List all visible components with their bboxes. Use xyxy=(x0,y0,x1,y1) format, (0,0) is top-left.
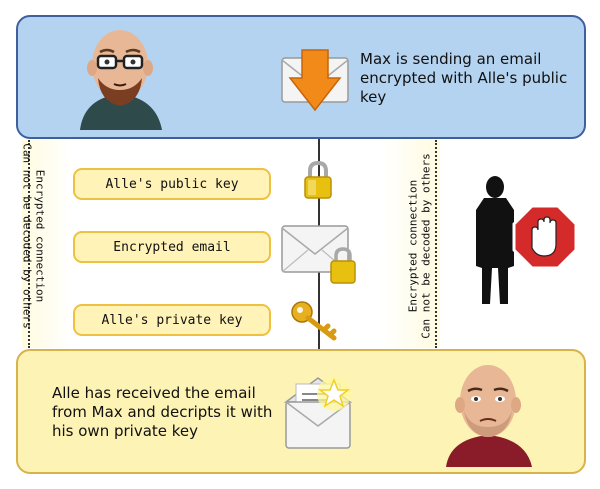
sender-avatar xyxy=(80,30,162,130)
right-dotted-border xyxy=(435,140,437,348)
padlock-icon xyxy=(304,160,332,199)
right-note-line1: Encrypted connection xyxy=(406,179,420,313)
left-glow xyxy=(22,140,72,348)
private-key-label: Alle's private key xyxy=(73,304,271,336)
right-glow xyxy=(380,140,440,348)
sender-caption: Max is sending an email encrypted with A… xyxy=(360,50,568,106)
key-icon xyxy=(291,301,337,341)
envelope-with-down-arrow-icon xyxy=(281,49,349,112)
public-key-label: Alle's public key xyxy=(73,168,271,200)
receiver-avatar xyxy=(446,365,532,467)
open-envelope-with-star-icon xyxy=(283,377,353,449)
receiver-caption: Alle has received the email from Max and… xyxy=(52,384,273,440)
left-dotted-border xyxy=(28,140,30,348)
envelope-with-padlock-icon xyxy=(281,225,356,284)
right-note-line2: Can not be decoded by others xyxy=(419,153,433,339)
left-note-line1: Encrypted connection xyxy=(33,169,47,303)
left-note-line2: Can not be decoded by others xyxy=(20,143,34,329)
stop-hand-sign-icon xyxy=(512,204,578,270)
encrypted-email-label: Encrypted email xyxy=(73,231,271,263)
eavesdropper-silhouette-icon xyxy=(476,176,514,304)
